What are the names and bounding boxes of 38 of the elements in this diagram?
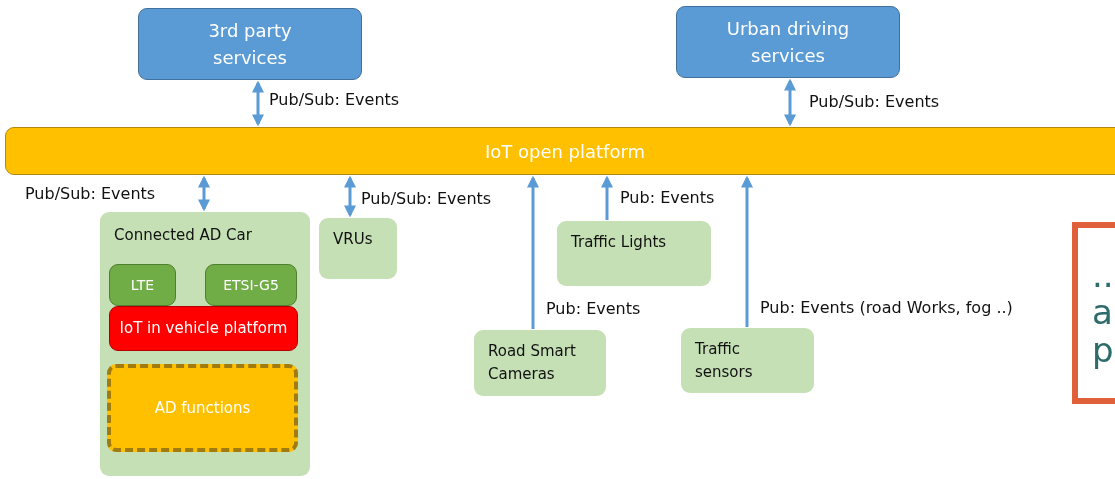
node-label: IoT in vehicle platform (118, 318, 289, 340)
node-label: 3rd party services (207, 19, 293, 70)
callout-text: .. a p (1092, 256, 1115, 370)
node-label: LTE (129, 275, 156, 295)
platform-bar (5, 127, 1115, 175)
arrow (784, 78, 796, 127)
radio-module-box (109, 264, 176, 306)
edge-label: Pub/Sub: Events (360, 189, 493, 208)
edge-label: Pub/Sub: Events (24, 184, 157, 203)
edge-label: Pub/Sub: Events (808, 92, 941, 111)
entity-box (557, 221, 711, 286)
arrow (198, 175, 210, 212)
edge-label: Pub/Sub: Events (268, 90, 401, 109)
function-box (107, 364, 298, 452)
node-label: IoT open platform (483, 139, 647, 164)
node-label: Traffic sensors (695, 339, 754, 383)
node-label: AD functions (153, 397, 252, 419)
node-label: Urban driving services (725, 17, 851, 68)
node-label: Road Smart Cameras (488, 341, 577, 385)
callout-box (1072, 222, 1115, 404)
node-label: Connected AD Car (114, 225, 253, 246)
entity-box (474, 330, 606, 396)
arrow (741, 175, 753, 327)
node-label: Traffic Lights (571, 232, 668, 253)
node-label: ETSI-G5 (222, 275, 280, 295)
entity-box (319, 218, 397, 279)
edge-label: Pub: Events (road Works, fog ..) (759, 298, 1014, 317)
arrow (527, 175, 539, 329)
arrow (601, 175, 613, 220)
arrow (252, 80, 264, 127)
service-box (676, 6, 900, 78)
service-box (138, 8, 362, 80)
radio-module-box (205, 264, 297, 306)
platform-box (109, 306, 298, 351)
node-label: VRUs (333, 229, 374, 250)
arrow (344, 175, 356, 218)
entity-box (681, 328, 814, 393)
vehicle-group-box (100, 212, 310, 476)
